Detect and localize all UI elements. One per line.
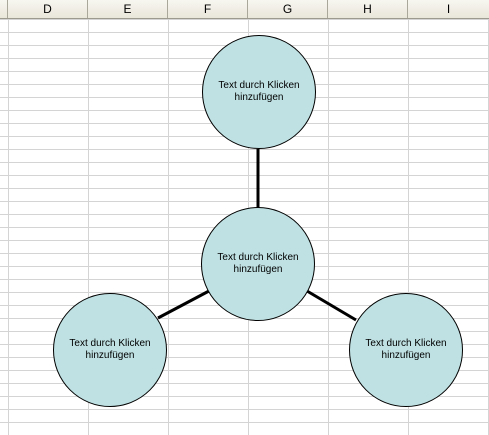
column-header-g[interactable]: G bbox=[248, 0, 328, 18]
node-right-text: Text durch Klicken hinzufügen bbox=[365, 338, 447, 361]
connector-left bbox=[157, 289, 210, 320]
column-header-i[interactable]: I bbox=[446, 2, 451, 16]
diagram-node-right[interactable]: Text durch Klicken hinzufügen bbox=[349, 293, 463, 407]
column-header-e[interactable]: E bbox=[88, 0, 168, 18]
connector-right bbox=[306, 289, 357, 322]
diagram-node-center[interactable]: Text durch Klicken hinzufügen bbox=[201, 207, 315, 321]
column-header-bar: D E F G H I bbox=[0, 0, 489, 19]
diagram-node-top[interactable]: Text durch Klicken hinzufügen bbox=[202, 35, 316, 149]
diagram-node-left[interactable]: Text durch Klicken hinzufügen bbox=[53, 293, 167, 407]
node-center-text: Text durch Klicken hinzufügen bbox=[217, 252, 299, 275]
column-header-d[interactable]: D bbox=[8, 0, 88, 18]
column-header-f[interactable]: F bbox=[168, 0, 248, 18]
column-header-partial[interactable] bbox=[0, 0, 8, 18]
column-header-h[interactable]: H bbox=[328, 0, 408, 18]
node-left-text: Text durch Klicken hinzufügen bbox=[69, 338, 151, 361]
node-top-text: Text durch Klicken hinzufügen bbox=[218, 80, 300, 103]
